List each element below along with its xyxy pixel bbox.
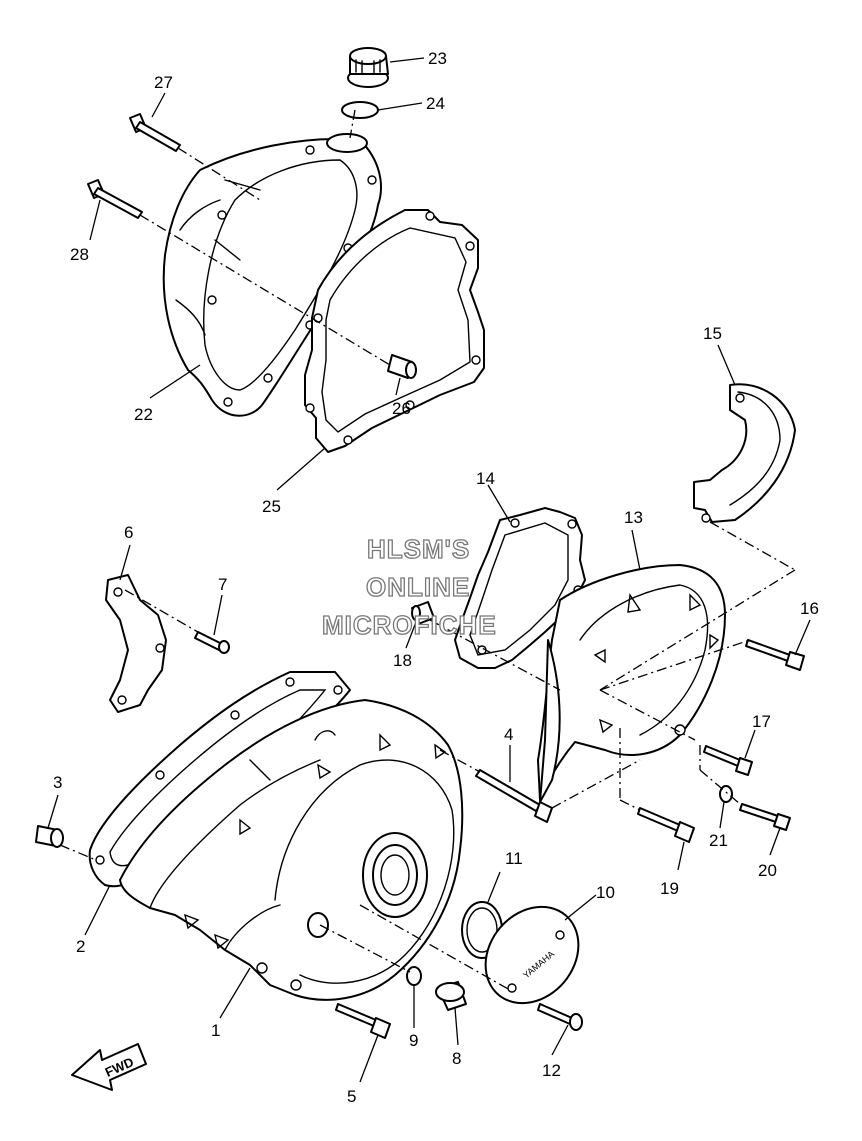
callout-labels: 1 2 3 4 5 6 7 8 9 10 11 12 13 14 15 16 1…	[53, 49, 819, 1106]
part-16-bolt	[745, 639, 805, 671]
part-17-bolt	[703, 745, 753, 776]
callout-2: 2	[76, 937, 85, 956]
part-12-screw	[537, 1003, 583, 1031]
callout-5: 5	[347, 1087, 356, 1106]
part-1-crankcase-cover	[119, 699, 464, 1001]
callout-16: 16	[800, 599, 819, 618]
watermark-line-2: ONLINE	[366, 572, 470, 602]
callout-27: 27	[154, 73, 173, 92]
part-5-bolt	[335, 1003, 391, 1039]
callout-6: 6	[124, 523, 133, 542]
part-20-bolt	[739, 803, 791, 831]
watermark: HLSM'S ONLINE MICROFICHE	[321, 533, 497, 640]
part-7-bolt	[194, 631, 230, 654]
forward-direction-arrow: FWD	[71, 1043, 147, 1091]
callout-3: 3	[53, 773, 62, 792]
callout-7: 7	[218, 575, 227, 594]
callout-24: 24	[426, 94, 445, 113]
callout-10: 10	[596, 883, 615, 902]
part-22-housing	[162, 133, 382, 417]
callout-8: 8	[452, 1049, 461, 1068]
callout-13: 13	[624, 508, 643, 527]
callout-17: 17	[752, 712, 771, 731]
part-3-plug	[35, 825, 64, 848]
part-18-dowel-pin	[411, 601, 435, 625]
callout-22: 22	[134, 405, 153, 424]
part-27-bolt	[129, 113, 181, 152]
callout-1: 1	[211, 1021, 220, 1040]
part-24-o-ring	[341, 101, 379, 119]
callout-11: 11	[505, 849, 523, 868]
part-6-bracket	[105, 574, 167, 713]
part-23-filler-cap	[347, 47, 389, 88]
watermark-line-3: MICROFICHE	[322, 610, 497, 640]
callout-25: 25	[262, 497, 281, 516]
part-28-bolt	[87, 179, 143, 219]
part-13-cover	[537, 564, 726, 803]
callout-19: 19	[660, 879, 679, 898]
callout-9: 9	[409, 1031, 418, 1050]
part-19-bolt	[637, 807, 695, 843]
callout-23: 23	[428, 49, 447, 68]
leader-lines	[47, 57, 811, 1083]
part-10-cover-plate: YAMAHA	[484, 905, 580, 1005]
callout-4: 4	[504, 725, 513, 744]
callout-14: 14	[476, 469, 495, 488]
part-14-gasket	[454, 507, 586, 669]
part-26-dowel-pin	[387, 354, 417, 379]
part-8-plug	[435, 981, 467, 1011]
alignment-lines	[59, 109, 796, 991]
part-21-washer	[719, 785, 733, 803]
part-4-bolt	[475, 769, 553, 823]
watermark-line-1: HLSM'S	[367, 534, 470, 564]
callout-12: 12	[542, 1061, 561, 1080]
callout-18: 18	[393, 651, 412, 670]
callout-15: 15	[703, 324, 722, 343]
callout-20: 20	[758, 861, 777, 880]
callout-21: 21	[709, 831, 728, 850]
part-9-washer	[406, 966, 422, 986]
part-15-guard	[693, 383, 796, 523]
part-25-gasket	[304, 209, 485, 453]
callout-26: 26	[392, 399, 411, 418]
callout-28: 28	[70, 245, 89, 264]
